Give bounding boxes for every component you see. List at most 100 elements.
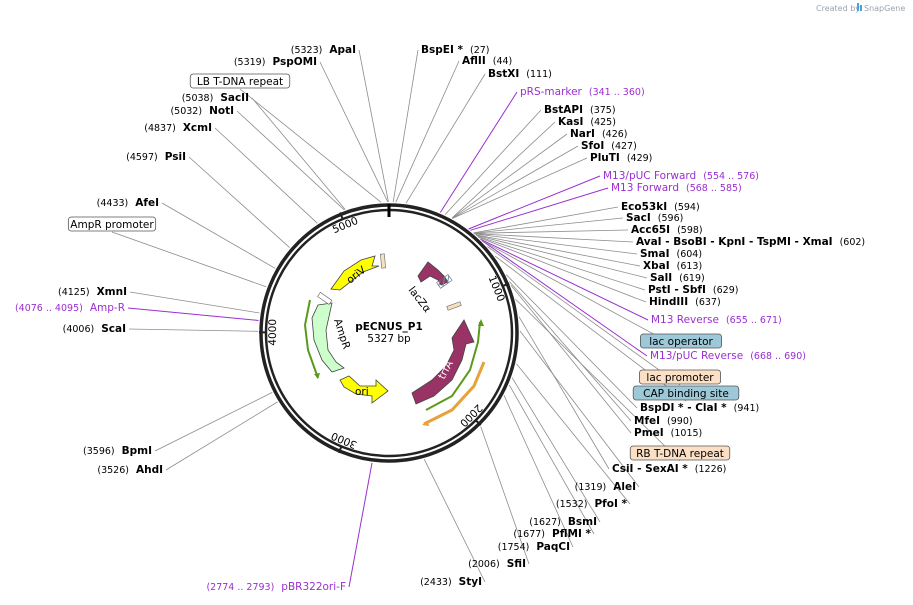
primer-label: M13/pUC Forward(554 .. 576)	[603, 170, 759, 182]
site-label[interactable]: Eco53kI(594)	[621, 201, 700, 213]
site-label[interactable]: AflII(44)	[462, 55, 512, 67]
site-name: BspEI *	[421, 44, 464, 56]
enzyme-label: KasI(425)	[558, 116, 616, 128]
site-position: (941)	[734, 403, 760, 414]
enzyme-label: BstAPI (375)	[544, 104, 616, 116]
site-label[interactable]: M13 Forward(568 .. 585)	[611, 182, 742, 194]
site-label[interactable]: (5032)NotI	[170, 105, 234, 117]
site-label[interactable]: (4433)AfeI	[97, 197, 159, 209]
site-label[interactable]: (2006) SfiI	[468, 558, 526, 570]
site-label[interactable]: BspDI * - ClaI * (941)	[640, 402, 759, 414]
site-position: (375)	[590, 105, 616, 116]
site-label[interactable]: M13/pUC Reverse(668 .. 690)	[650, 350, 806, 362]
site-position: (429)	[627, 153, 653, 164]
site-label[interactable]: lac promoter	[639, 369, 722, 385]
site-label[interactable]: PstI - SbfI(629)	[648, 284, 738, 296]
site-label[interactable]: BstAPI (375)	[544, 104, 616, 116]
site-label[interactable]: NarI(426)	[570, 128, 628, 140]
site-name: MfeI	[634, 415, 660, 427]
site-label[interactable]: (3526)AhdI	[97, 464, 163, 476]
site-label[interactable]: CsiI - SexAI *(1226)	[612, 463, 726, 475]
site-label[interactable]: (5038)SacII	[182, 92, 249, 104]
site-label[interactable]: M13 Reverse(655 .. 671)	[651, 314, 782, 326]
site-name: KasI	[558, 116, 583, 128]
site-name: BstAPI	[544, 104, 583, 116]
site-label[interactable]: (5319)PspOMI	[234, 56, 317, 68]
site-label[interactable]: (1532)PfoI *	[556, 498, 628, 510]
leader-line	[475, 234, 641, 267]
site-label[interactable]: (1319)AleI	[575, 481, 636, 493]
feature-AmpR[interactable]: AmpR	[311, 302, 352, 373]
site-label[interactable]: LB T-DNA repeat	[189, 73, 291, 89]
leader-line	[154, 392, 273, 452]
site-label[interactable]: PmeI(1015)	[634, 427, 702, 439]
site-label[interactable]: SfoI(427)	[581, 140, 637, 152]
site-name: Amp-R	[90, 302, 125, 314]
site-label[interactable]: BstXI(111)	[488, 68, 552, 80]
site-position: (1677)	[513, 529, 545, 540]
site-name: BspDI * - ClaI *	[640, 402, 727, 414]
site-label[interactable]: (2774 .. 2793)pBR322ori-F	[206, 581, 346, 593]
site-label[interactable]: Acc65I(598)	[631, 224, 703, 236]
feature-oriV[interactable]: oriV	[330, 255, 380, 291]
site-label[interactable]: (1754)PaqCI	[498, 541, 570, 553]
leader-line	[451, 133, 568, 219]
leader-line	[503, 395, 574, 548]
site-label[interactable]: (2433)StyI	[420, 576, 482, 588]
leader-line	[519, 330, 640, 488]
site-label[interactable]: XbaI(613)	[643, 260, 702, 272]
site-label[interactable]: CAP binding site	[632, 385, 740, 401]
enzyme-label: AflII(44)	[462, 55, 512, 67]
site-label[interactable]: M13/pUC Forward(554 .. 576)	[603, 170, 759, 182]
site-label[interactable]: SalI(619)	[650, 272, 705, 284]
site-position: (2006)	[468, 559, 500, 570]
leader-line	[236, 110, 345, 211]
feature-ori[interactable]: ori	[339, 375, 389, 404]
enzyme-label: HindIII(637)	[649, 296, 721, 308]
site-label[interactable]: RB T-DNA repeat	[629, 445, 731, 461]
site-name: SacII	[220, 92, 249, 104]
site-label[interactable]: (4125)XmnI	[58, 286, 127, 298]
site-label[interactable]: SmaI(604)	[640, 248, 702, 260]
site-label[interactable]: (3596)BpmI	[83, 445, 152, 457]
site-label[interactable]: (4006)ScaI	[63, 323, 126, 335]
site-position: (111)	[526, 69, 552, 80]
leader-lines	[111, 49, 687, 588]
enzyme-label: (1677)PflMI *	[513, 528, 591, 540]
enzyme-label: SalI(619)	[650, 272, 705, 284]
enzyme-label: PmeI(1015)	[634, 427, 702, 439]
site-label[interactable]: KasI(425)	[558, 116, 616, 128]
site-label[interactable]: (1627)BsmI	[529, 516, 597, 528]
site-label[interactable]: pRS-marker(341 .. 360)	[520, 86, 645, 98]
site-label[interactable]: (5323)ApaI	[291, 44, 356, 56]
enzyme-label: XbaI(613)	[643, 260, 702, 272]
credit-brand: SnapGene	[864, 4, 905, 13]
site-name: NarI	[570, 128, 595, 140]
site-label[interactable]: (4837)XcmI	[144, 122, 212, 134]
feature-label-box	[189, 73, 291, 89]
site-label[interactable]: HindIII(637)	[649, 296, 721, 308]
site-position: (594)	[674, 202, 700, 213]
site-label[interactable]: (1677)PflMI *	[513, 528, 591, 540]
site-position: (3526)	[97, 465, 129, 476]
lac-promoter-marker	[436, 274, 453, 289]
site-position: (2774 .. 2793)	[206, 582, 274, 593]
site-label[interactable]: AmpR promoter	[67, 216, 157, 232]
site-label[interactable]: (4076 .. 4095)Amp-R	[15, 302, 125, 314]
site-label[interactable]: MfeI(990)	[634, 415, 693, 427]
enzyme-label: (4433)AfeI	[97, 197, 159, 209]
site-label[interactable]: SacI(596)	[626, 212, 683, 224]
primer-label: M13/pUC Reverse(668 .. 690)	[650, 350, 806, 362]
site-label[interactable]: BspEI *(27)	[421, 44, 490, 56]
site-label[interactable]: lac operator	[640, 333, 723, 349]
feature-lacZa[interactable]: lacZα	[406, 261, 449, 315]
site-position: (4433)	[97, 198, 129, 209]
site-label[interactable]: PluTI(429)	[590, 152, 652, 164]
site-label[interactable]: (4597)PsiI	[126, 151, 186, 163]
feature-label-box	[639, 369, 722, 385]
ruler-tick	[474, 418, 482, 426]
site-name: SfiI	[507, 558, 526, 570]
feature-label-box	[640, 333, 723, 349]
site-label[interactable]: AvaI - BsoBI - KpnI - TspMI - XmaI(602)	[636, 236, 865, 248]
leader-line	[405, 73, 486, 204]
